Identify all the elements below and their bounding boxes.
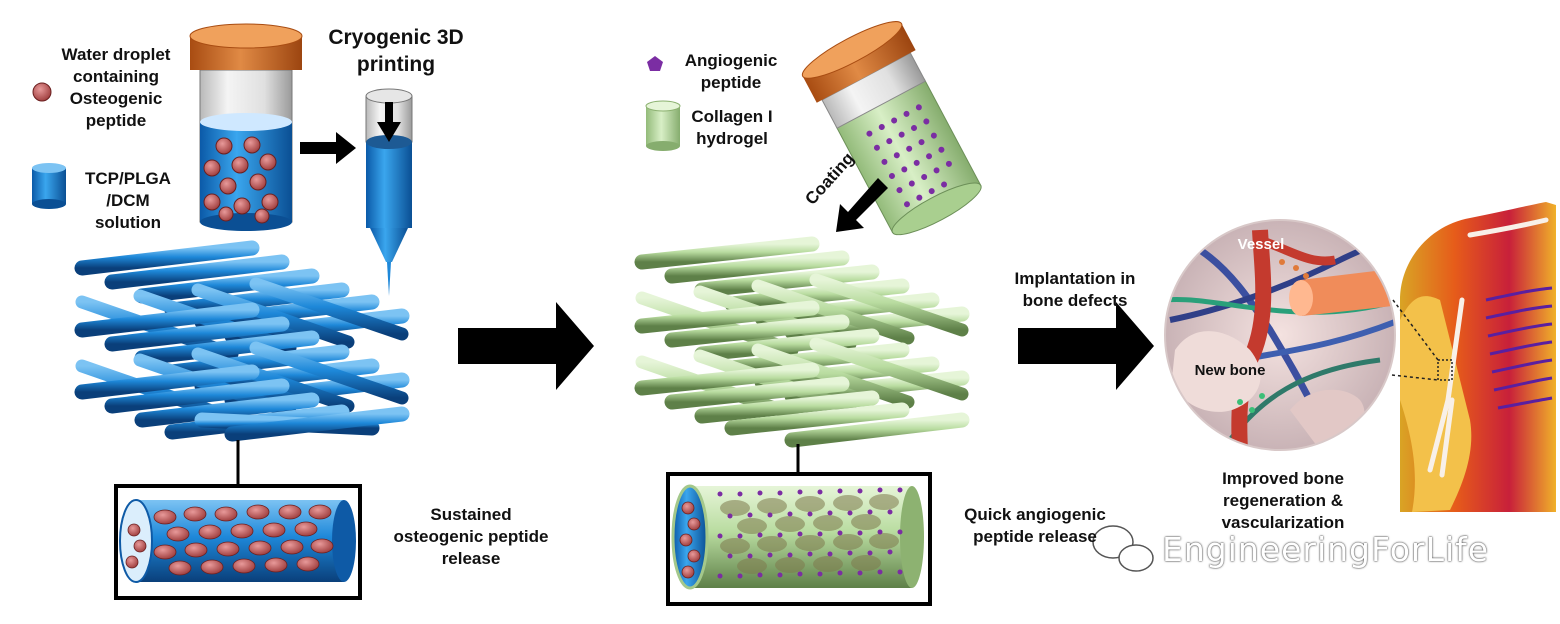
label-water-droplet: Water droplet containing Osteogenic pept… [61, 45, 171, 130]
big-arrow-2 [1018, 302, 1154, 390]
wechat-icon [1092, 525, 1154, 572]
collagen-legend-icon [645, 100, 681, 151]
arrow-to-printer [300, 132, 356, 164]
label-tcp-solution: TCP/PLGA /DCM solution [85, 169, 171, 232]
blue-fiber-zoom [114, 484, 362, 600]
label-vessel: Vessel [1237, 236, 1285, 253]
label-angiogenic-peptide: Angiogenic peptide [684, 51, 778, 92]
beaker-osteogenic [189, 23, 303, 231]
human-body-figure [1391, 202, 1556, 512]
droplet-legend-icon [32, 82, 52, 102]
tcp-legend-icon [32, 163, 66, 209]
label-implantation: Implantation in bone defects [1014, 269, 1136, 310]
label-collagen-hydrogel: Collagen I hydrogel [691, 107, 773, 148]
label-quick-release: Quick angiogenic peptide release [964, 505, 1106, 546]
label-cryogenic-printing: Cryogenic 3D printing [328, 26, 464, 76]
angio-legend-icon [647, 56, 663, 71]
cryo-printer [365, 88, 413, 296]
coating-beaker [801, 21, 982, 236]
green-fiber-zoom [666, 472, 932, 606]
watermark-text: EngineeringForLife [1162, 530, 1490, 569]
label-new-bone: New bone [1194, 362, 1266, 379]
label-sustained-release: Sustained osteogenic peptide release [393, 505, 549, 568]
blue-scaffold [74, 240, 410, 442]
label-improved-regeneration: Improved bone regeneration & vasculariza… [1221, 469, 1345, 532]
coating-arrow [836, 178, 888, 232]
green-scaffold [634, 236, 970, 448]
big-arrow-1 [458, 302, 594, 390]
